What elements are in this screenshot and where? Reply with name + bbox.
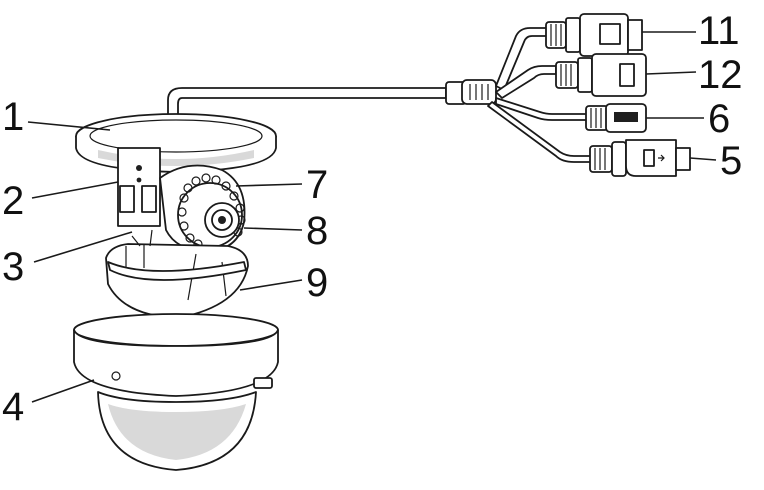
leader-5: [689, 157, 717, 161]
callout-11: 11: [698, 9, 740, 53]
leader-7: [235, 183, 303, 187]
dome-cover: [73, 313, 279, 471]
network-connector: [545, 13, 643, 57]
leader-lines: [27, 31, 717, 403]
callout-4: 4: [2, 385, 24, 429]
callout-12: 12: [698, 53, 743, 97]
main-cable: [167, 79, 497, 123]
leader-2: [31, 181, 119, 199]
leader-1: [27, 121, 111, 131]
callout-2: 2: [2, 179, 24, 223]
mounting-bracket: [117, 147, 161, 227]
callout-6: 6: [708, 97, 730, 141]
callout-1: 1: [2, 95, 24, 139]
callout-5: 5: [720, 139, 742, 183]
lens-module: [159, 164, 246, 253]
leader-9: [239, 279, 303, 291]
leader-4: [31, 379, 95, 403]
alarm-connector: [555, 53, 647, 97]
leader-3: [33, 231, 133, 263]
callout-8: 8: [306, 209, 328, 253]
inner-liner: [105, 229, 249, 319]
base-plate: [75, 113, 277, 173]
leader-8: [243, 227, 303, 231]
power-connector: [585, 103, 647, 133]
video-connector: [589, 139, 691, 177]
leader-12: [645, 71, 697, 75]
callout-7: 7: [306, 163, 328, 207]
callout-3: 3: [2, 245, 24, 289]
callout-9: 9: [306, 261, 328, 305]
